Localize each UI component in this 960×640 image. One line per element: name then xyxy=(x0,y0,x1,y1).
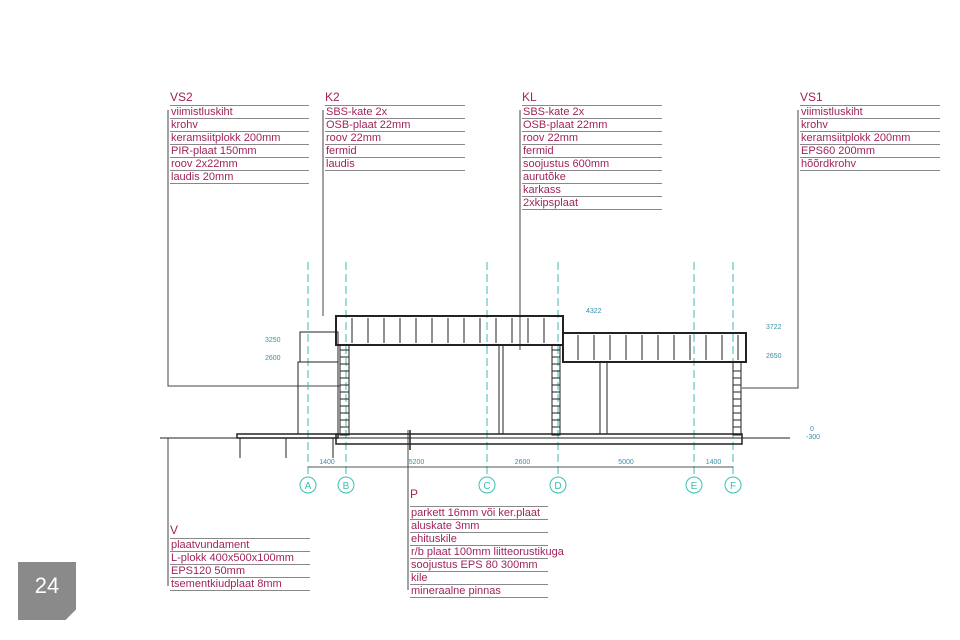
layer-row: OSB-plaat 22mm xyxy=(325,119,465,132)
layer-row: soojustus EPS 80 300mm xyxy=(410,559,548,572)
block-title: P xyxy=(410,487,419,501)
axis-circle-F xyxy=(724,476,742,494)
axis-label-D: D xyxy=(554,481,561,492)
layer-row: soojustus 600mm xyxy=(522,158,662,171)
block-title: KL xyxy=(522,90,537,104)
level-0: 0 xyxy=(810,426,814,433)
layer-row: r/b plaat 100mm liitteorustikuga xyxy=(410,546,564,559)
layer-row: keramsiitplokk 200mm xyxy=(170,132,309,145)
layer-row: hõõrdkrohv xyxy=(800,158,940,171)
dimension-label: 5000 xyxy=(618,459,634,466)
axis-markers: A B C D E F xyxy=(299,476,742,494)
layer-row: karkass xyxy=(522,184,662,197)
level-3722: 3722 xyxy=(766,324,782,331)
axis-label-E: E xyxy=(691,481,698,492)
layer-row: aurutõke xyxy=(522,171,662,184)
page-number-badge: 24 xyxy=(18,562,76,620)
block-title: V xyxy=(170,523,179,537)
dimension-label: 2600 xyxy=(515,459,531,466)
level-2600: 2600 xyxy=(265,355,281,362)
layer-row: plaatvundament xyxy=(170,538,310,552)
dimension-label: 1400 xyxy=(706,459,722,466)
layer-row: kile xyxy=(410,572,548,585)
layer-row: roov 2x22mm xyxy=(170,158,309,171)
axis-circle-B xyxy=(337,476,355,494)
layer-row: parkett 16mm või ker.plaat xyxy=(410,506,548,520)
layer-row: SBS-kate 2x xyxy=(522,105,662,119)
structure xyxy=(160,315,790,468)
layer-row: aluskate 3mm xyxy=(410,520,548,533)
layer-row: ehituskile xyxy=(410,533,548,546)
axis-circle-C xyxy=(478,476,496,494)
axis-label-A: A xyxy=(305,481,312,492)
layer-row: keramsiitplokk 200mm xyxy=(800,132,940,145)
layer-row: tsementkiudplaat 8mm xyxy=(170,578,310,591)
layer-row: EPS60 200mm xyxy=(800,145,940,158)
layer-row: roov 22mm xyxy=(522,132,662,145)
level-2650: 2650 xyxy=(766,353,782,360)
layer-row: roov 22mm xyxy=(325,132,465,145)
layer-row: fermid xyxy=(522,145,662,158)
layer-row: fermid xyxy=(325,145,465,158)
layer-row: krohv xyxy=(800,119,940,132)
block-title: K2 xyxy=(325,90,340,104)
layer-row: 2xkipsplaat xyxy=(522,197,662,210)
axis-circle-D xyxy=(549,476,567,494)
axis-circle-E xyxy=(685,476,703,494)
level-minus300: -300 xyxy=(806,434,820,441)
layer-row: viimistluskiht xyxy=(800,105,940,119)
block-title: VS1 xyxy=(800,90,823,104)
layer-row: SBS-kate 2x xyxy=(325,105,465,119)
layer-row: L-plokk 400x500x100mm xyxy=(170,552,310,565)
axis-label-C: C xyxy=(483,481,490,492)
level-3250: 3250 xyxy=(265,337,281,344)
layer-row: mineraalne pinnas xyxy=(410,585,548,598)
dimension-label: 1400 xyxy=(319,459,335,466)
axis-circle-A xyxy=(299,476,317,494)
layer-row: laudis 20mm xyxy=(170,171,309,184)
axis-label-B: B xyxy=(343,481,350,492)
layer-row: OSB-plaat 22mm xyxy=(522,119,662,132)
layer-row: krohv xyxy=(170,119,309,132)
layer-row: viimistluskiht xyxy=(170,105,309,119)
block-title: VS2 xyxy=(170,90,193,104)
dimension-label: 5200 xyxy=(409,459,425,466)
layer-row: laudis xyxy=(325,158,465,171)
level-4322: 4322 xyxy=(586,308,602,315)
layer-row: EPS120 50mm xyxy=(170,565,310,578)
axis-label-F: F xyxy=(730,481,736,492)
layer-row: PIR-plaat 150mm xyxy=(170,145,309,158)
level-labels: 3250 2600 4322 3722 2650 0 -300 xyxy=(265,308,820,441)
dimension-labels: 1400 5200 2600 5000 1400 xyxy=(319,459,721,466)
